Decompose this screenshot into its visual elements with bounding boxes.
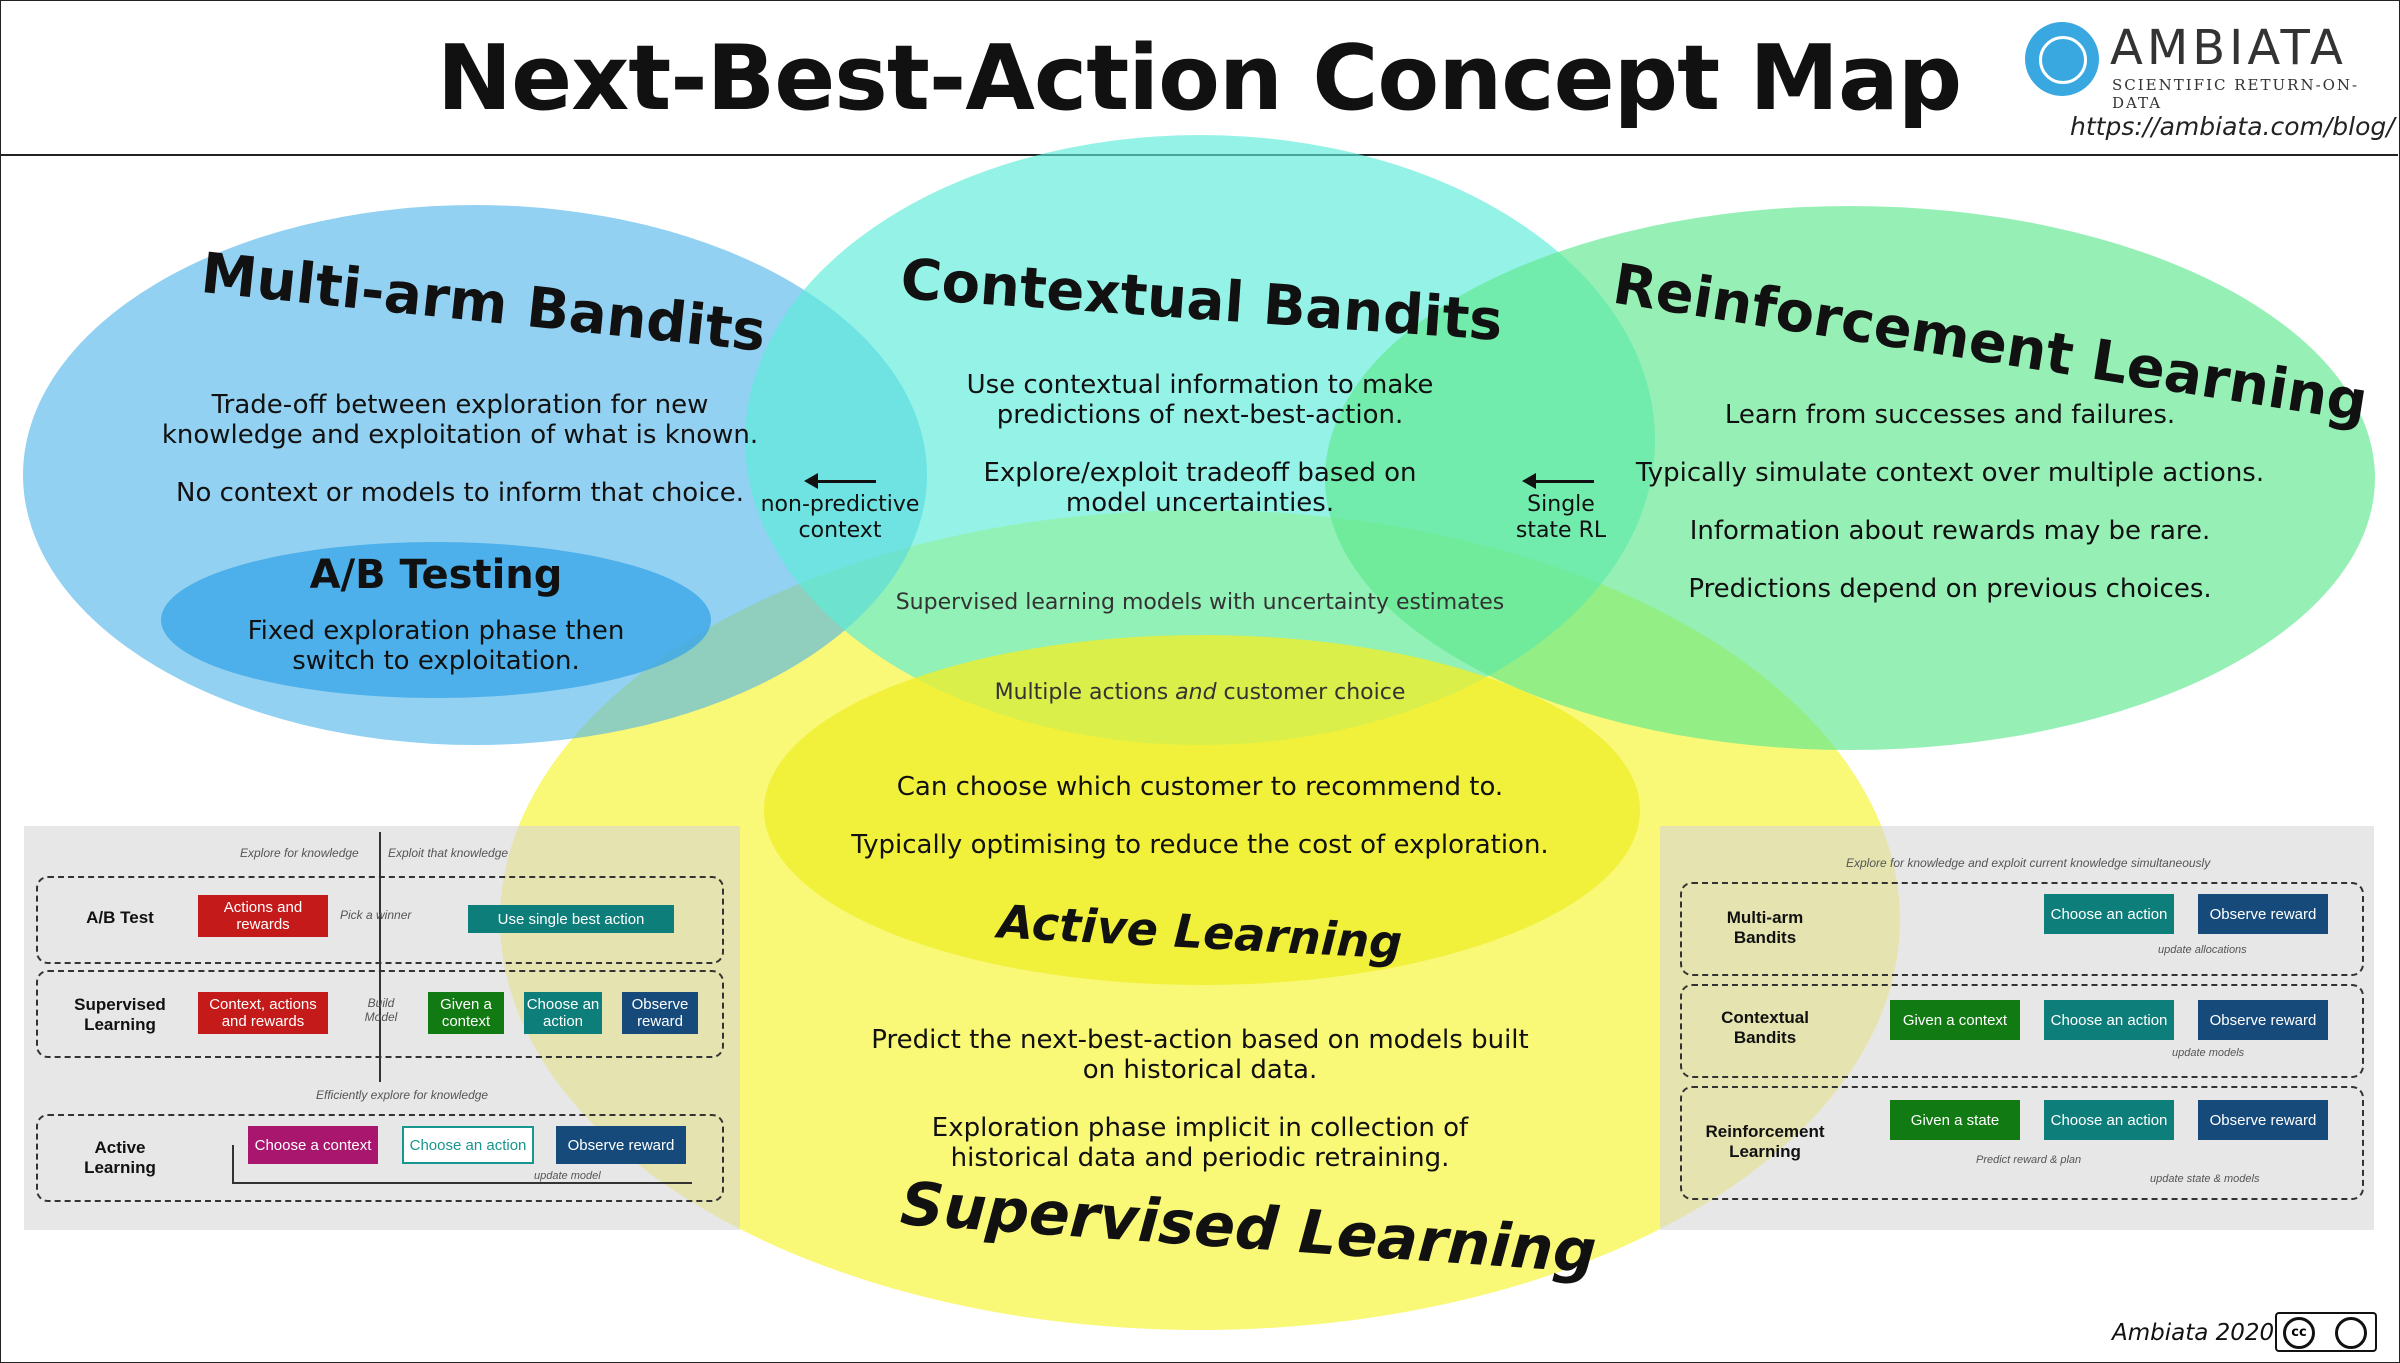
reinforcement-learning-ellipse [1325, 206, 2375, 750]
blog-url: https://ambiata.com/blog/ [2070, 112, 2395, 141]
supervised-learning-row [36, 970, 724, 1058]
exploit-note: Exploit that knowledge [388, 846, 509, 860]
choose-context-box: Choose a context [248, 1126, 378, 1164]
update-models-note: update models [2172, 1047, 2245, 1059]
multi-arm-row [1680, 882, 2364, 976]
contextual-label: Contextual Bandits [1721, 1008, 1809, 1047]
ab-testing-ellipse [161, 542, 711, 698]
brand-name: AMBIATA [2110, 20, 2347, 76]
ab-test-row [36, 876, 724, 964]
update-state-note: update state & models [2150, 1173, 2260, 1185]
multiple-actions-label: Multiple actions and customer choice [994, 680, 1406, 705]
observe-reward-box: Observe reward [2198, 1000, 2328, 1040]
explore-note: Explore for knowledge [240, 846, 359, 860]
loop-line [232, 1182, 692, 1184]
simultaneous-note: Explore for knowledge and exploit curren… [1846, 856, 2211, 870]
given-context-box: Given a context [1890, 1000, 2020, 1040]
multi-arm-text: Trade-off between exploration for new kn… [161, 390, 759, 508]
uncertainty-estimates-label: Supervised learning models with uncertai… [895, 590, 1505, 615]
loop-line [232, 1145, 234, 1183]
person-icon [2335, 1317, 2367, 1349]
active-learning-row [36, 1114, 724, 1202]
build-model-note: Build Model [364, 996, 398, 1024]
choose-action-box: Choose an action [2044, 1000, 2174, 1040]
observe-reward-box: Observe reward [2198, 1100, 2328, 1140]
single-best-action-box: Use single best action [468, 905, 674, 933]
reinforcement-row [1680, 1086, 2364, 1200]
ab-test-label: A/B Test [86, 908, 154, 927]
brand-tagline: SCIENTIFIC RETURN-ON-DATA [2112, 76, 2360, 112]
update-model-note: update model [534, 1170, 601, 1182]
active-learning-label: Active Learning [84, 1138, 156, 1177]
creative-commons-badge-icon: cc [2275, 1312, 2377, 1352]
ab-testing-title: A/B Testing [309, 552, 563, 598]
given-context-box: Given a context [428, 992, 504, 1034]
active-learning-ellipse [764, 635, 1640, 985]
pick-winner-note: Pick a winner [340, 908, 412, 922]
footer-credit: Ambiata 2020 [2112, 1320, 2275, 1346]
page-title: Next-Best-Action Concept Map [436, 26, 1962, 131]
context-actions-rewards-box: Context, actions and rewards [198, 992, 328, 1034]
choose-action-outline-box: Choose an action [402, 1126, 534, 1164]
observe-reward-box: Observe reward [2198, 894, 2328, 934]
actions-rewards-box: Actions and rewards [198, 895, 328, 937]
predict-reward-note: Predict reward & plan [1976, 1154, 2082, 1166]
header: Next-Best-Action Concept Map AMBIATA SCI… [0, 0, 2398, 156]
supervised-learning-text: Predict the next-best-action based on mo… [871, 1025, 1529, 1173]
observe-reward-box: Observe reward [556, 1126, 686, 1164]
update-allocations-note: update allocations [2158, 944, 2247, 956]
ab-testing-text: Fixed exploration phase then switch to e… [247, 616, 625, 676]
reinforcement-label: Reinforcement Learning [1705, 1122, 1825, 1161]
given-state-box: Given a state [1890, 1100, 2020, 1140]
panel-divider [379, 832, 381, 1082]
multi-arm-label: Multi-arm Bandits [1726, 908, 1804, 947]
efficient-note: Efficiently explore for knowledge [316, 1088, 489, 1102]
left-arrow-icon [804, 473, 876, 489]
non-predictive-context-label: non-predictive context [760, 492, 920, 543]
choose-action-box: Choose an action [2044, 894, 2174, 934]
reinforcement-text: Learn from successes and failures. Typic… [1635, 400, 2265, 604]
supervised-learning-label: Supervised Learning [74, 995, 166, 1034]
brain-logo-icon [2025, 22, 2099, 96]
contextual-text: Use contextual information to make predi… [966, 370, 1434, 518]
single-state-rl-label: Single state RL [1515, 492, 1607, 543]
choose-action-box: Choose an action [524, 992, 602, 1034]
active-learning-text: Can choose which customer to recommend t… [851, 772, 1549, 860]
observe-reward-box: Observe reward [622, 992, 698, 1034]
choose-action-box: Choose an action [2044, 1100, 2174, 1140]
contextual-row [1680, 984, 2364, 1078]
left-arrow-icon [1522, 473, 1594, 489]
